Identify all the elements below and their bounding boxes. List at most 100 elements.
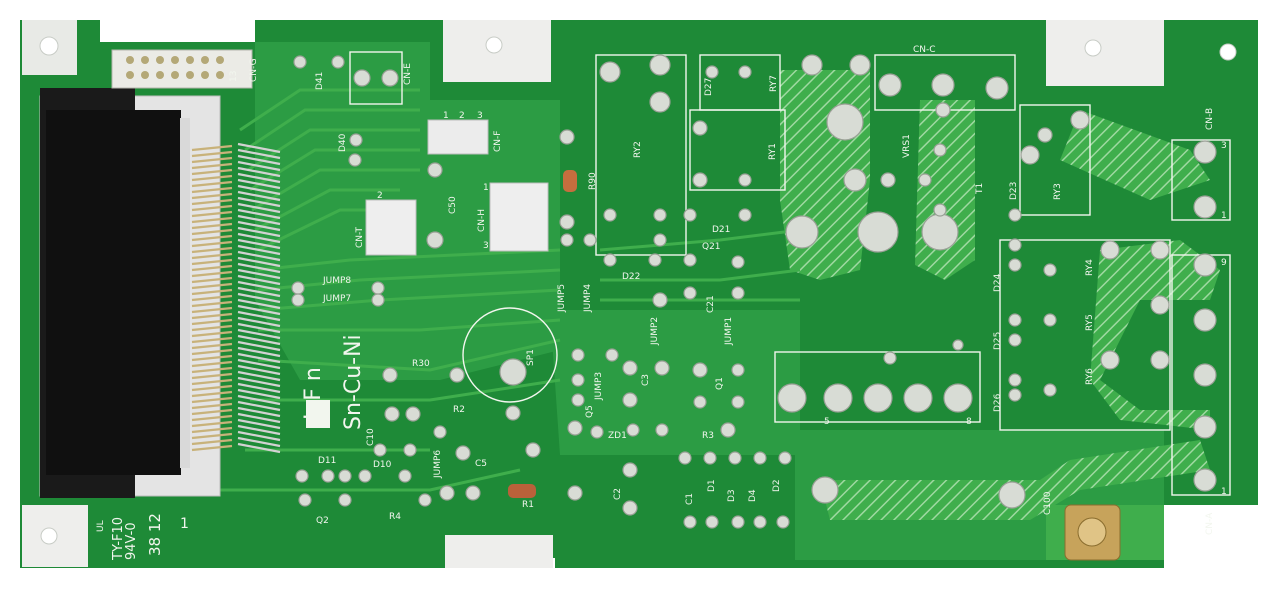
cn-f-pin-2: 2 xyxy=(459,111,465,121)
solder-pad xyxy=(863,383,893,413)
solder-pad xyxy=(801,54,823,76)
lcd-pin xyxy=(237,250,281,262)
solder-pad xyxy=(1193,195,1217,219)
label-pin-8: 8 xyxy=(966,417,972,427)
lcd-pin xyxy=(191,312,233,320)
solder-pad xyxy=(857,211,899,253)
lcd-pin xyxy=(191,414,233,422)
solder-pad xyxy=(559,129,575,145)
lcd-pin xyxy=(191,156,233,164)
solder-pad xyxy=(331,55,345,69)
solder-pad xyxy=(731,255,745,269)
label-cn-b: CN-B xyxy=(1205,108,1215,130)
lcd-pin xyxy=(191,150,233,158)
lcd-pin xyxy=(191,210,233,218)
lcd-pin xyxy=(191,258,233,266)
lcd-pin xyxy=(191,366,233,374)
lcd-pin xyxy=(237,262,281,274)
lcd-pin xyxy=(191,168,233,176)
hatched-trace-bottom xyxy=(820,440,1210,520)
lcd-pin xyxy=(237,424,281,436)
relay-ry7-outline xyxy=(699,54,781,111)
label-ry3: RY3 xyxy=(1053,183,1063,200)
label-d1: D1 xyxy=(707,479,717,492)
lcd-pin xyxy=(237,328,281,340)
label-q1: Q1 xyxy=(715,377,725,390)
label-d21: D21 xyxy=(712,225,730,235)
lcd-pin xyxy=(237,436,281,448)
mount-hole xyxy=(1084,39,1102,57)
lcd-pin xyxy=(191,408,233,416)
lcd-pin xyxy=(237,244,281,256)
solder-pad xyxy=(1008,333,1022,347)
label-sp1: SP1 xyxy=(526,349,536,366)
lcd-pin xyxy=(237,322,281,334)
lcd-pin xyxy=(237,292,281,304)
lcd-pin xyxy=(237,232,281,244)
lcd-pin xyxy=(237,418,281,430)
solder-pad xyxy=(1008,313,1022,327)
solder-pad xyxy=(776,515,790,529)
solder-pad xyxy=(731,395,745,409)
label-jump6: JUMP6 xyxy=(433,450,443,479)
solder-pad xyxy=(935,102,951,118)
mount-tab-top-right xyxy=(1046,20,1164,86)
header-pin xyxy=(141,71,149,79)
solder-pad xyxy=(525,442,541,458)
label-t1: T1 xyxy=(975,183,985,195)
header-pin xyxy=(171,56,179,64)
lcd-pin xyxy=(237,274,281,286)
solder-pad xyxy=(823,383,853,413)
header-pin xyxy=(126,56,134,64)
solder-pad xyxy=(1008,238,1022,252)
solder-pad xyxy=(903,383,933,413)
lcd-pin xyxy=(237,400,281,412)
mount-tab-bottom xyxy=(445,535,553,568)
solder-pad xyxy=(738,65,752,79)
lcd-pin xyxy=(237,298,281,310)
solder-pad xyxy=(1008,208,1022,222)
lcd-pin xyxy=(191,318,233,326)
label-ry6: RY6 xyxy=(1085,368,1095,385)
lcd-pin xyxy=(191,276,233,284)
solder-pad xyxy=(653,233,667,247)
label-ry7: RY7 xyxy=(769,75,779,92)
solder-pad xyxy=(321,469,335,483)
label-c1: C1 xyxy=(685,493,695,505)
lcd-pin xyxy=(191,306,233,314)
label-d25: D25 xyxy=(993,332,1003,350)
lcd-pin xyxy=(191,198,233,206)
label-d4: D4 xyxy=(748,489,758,502)
lcd-pin xyxy=(191,282,233,290)
relay-ry2-outline xyxy=(595,54,687,256)
solder-pad xyxy=(943,383,973,413)
label-d40: D40 xyxy=(338,133,348,152)
solder-pad xyxy=(1100,240,1120,260)
solder-pad xyxy=(738,208,752,222)
lcd-pin xyxy=(191,360,233,368)
lcd-pin xyxy=(237,382,281,394)
solder-pad xyxy=(338,469,352,483)
header-pin xyxy=(216,71,224,79)
lcd-pin xyxy=(191,324,233,332)
solder-pad xyxy=(559,214,575,230)
label-r90: R90 xyxy=(588,172,598,190)
lcd-pin xyxy=(191,240,233,248)
solder-pad xyxy=(403,443,417,457)
label-jump8: JUMP8 xyxy=(322,276,351,286)
solder-pad xyxy=(654,360,670,376)
lcd-pin xyxy=(237,358,281,370)
label-cn-f: CN-F xyxy=(493,131,503,152)
solder-pad xyxy=(785,215,819,249)
label-d26: D26 xyxy=(993,393,1003,412)
header-pin xyxy=(126,71,134,79)
solder-pad xyxy=(560,233,574,247)
lead-free-box-l xyxy=(306,400,330,428)
solder-pad xyxy=(692,120,708,136)
label-ry4: RY4 xyxy=(1085,259,1095,276)
lcd-pin xyxy=(237,154,281,166)
connector-cn-b-outline xyxy=(1171,139,1231,221)
solder-pad xyxy=(567,420,583,436)
label-d41: D41 xyxy=(315,72,325,90)
lcd-pin xyxy=(191,438,233,446)
